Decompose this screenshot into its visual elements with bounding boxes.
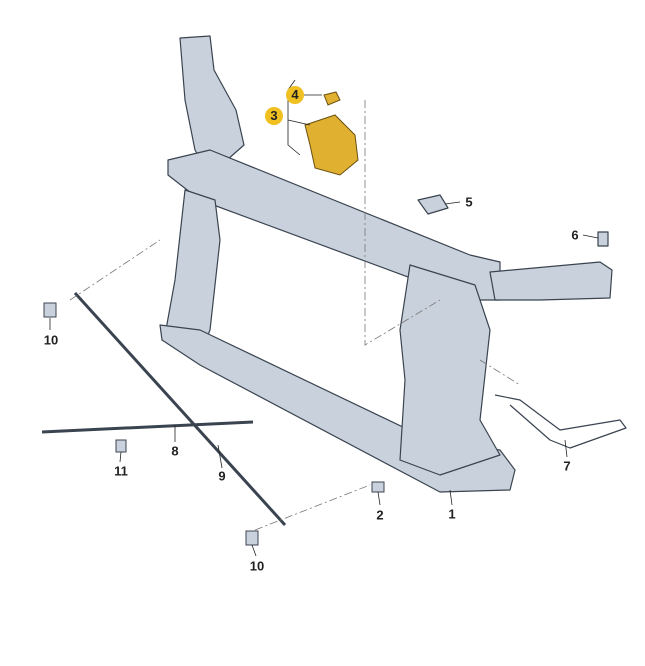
callout-11: 11 (114, 463, 128, 479)
callout-4: 4 (286, 86, 304, 104)
callout-8: 8 (171, 443, 179, 459)
callout-3: 3 (265, 107, 283, 125)
part-8-rod (41, 420, 254, 434)
part-2-nut (371, 481, 385, 493)
callout-9: 9 (218, 468, 226, 484)
callout-7: 7 (563, 458, 571, 474)
callout-10-bottom: 10 (249, 558, 265, 574)
part-7-bracket (494, 394, 627, 449)
part-10-bolt-top (43, 302, 57, 318)
upper-arm (179, 35, 245, 176)
callout-6: 6 (571, 227, 579, 243)
right-arm (489, 261, 613, 301)
part-11-bolt (115, 439, 127, 453)
part-3-bracket (304, 114, 359, 176)
part-6-bolt (597, 231, 609, 247)
part-9-rod (73, 291, 287, 527)
right-post (399, 264, 501, 476)
callout-2: 2 (376, 507, 384, 523)
callout-10-top: 10 (43, 332, 59, 348)
callout-5: 5 (465, 194, 473, 210)
part-10-bolt-bottom (245, 530, 259, 546)
part-4-clip (323, 91, 341, 106)
part-5-clip (417, 194, 449, 215)
callout-1: 1 (448, 506, 456, 522)
